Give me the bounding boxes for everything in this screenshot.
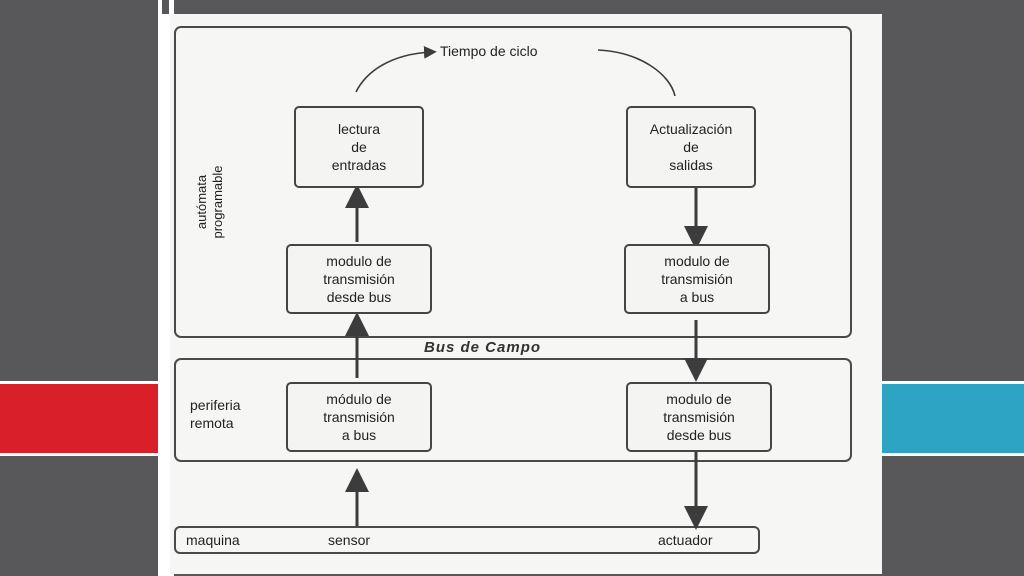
red-accent-band — [0, 383, 170, 455]
plc-label: autómata programable — [194, 162, 226, 242]
diagram-image: Tiempo de ciclo autómata programable Bus… — [170, 14, 882, 574]
periphery-label-line1: periferia — [190, 397, 241, 413]
plc-label-line2: programable — [210, 165, 225, 239]
remote-tx-module-box: módulo de transmisión a bus — [286, 382, 432, 452]
plc-label-line1: autómata — [194, 174, 209, 230]
plc-rx-module-box: modulo de transmisión desde bus — [286, 244, 432, 314]
remote-periphery-label: periferia remota — [190, 396, 241, 432]
update-outputs-box: Actualización de salidas — [626, 106, 756, 188]
sensor-label: sensor — [328, 532, 371, 548]
remote-rx-module-box: modulo de transmisión desde bus — [626, 382, 772, 452]
plc-region — [174, 26, 852, 338]
blue-accent-band — [880, 383, 1024, 455]
actuator-label: actuador — [658, 532, 713, 548]
cycle-arrow-right — [597, 49, 676, 97]
machine-region — [174, 526, 760, 554]
remote-periphery-region — [174, 358, 852, 462]
periphery-label-line2: remota — [190, 415, 234, 431]
cycle-time-label: Tiempo de ciclo — [440, 43, 538, 59]
arrows-layer — [345, 45, 708, 530]
plc-tx-module-box: modulo de transmisión a bus — [624, 244, 770, 314]
read-inputs-box: lectura de entradas — [294, 106, 424, 188]
cycle-arrow-left — [355, 45, 437, 93]
machine-label: maquina — [186, 532, 240, 548]
fieldbus-label: Bus de Campo — [424, 339, 542, 356]
